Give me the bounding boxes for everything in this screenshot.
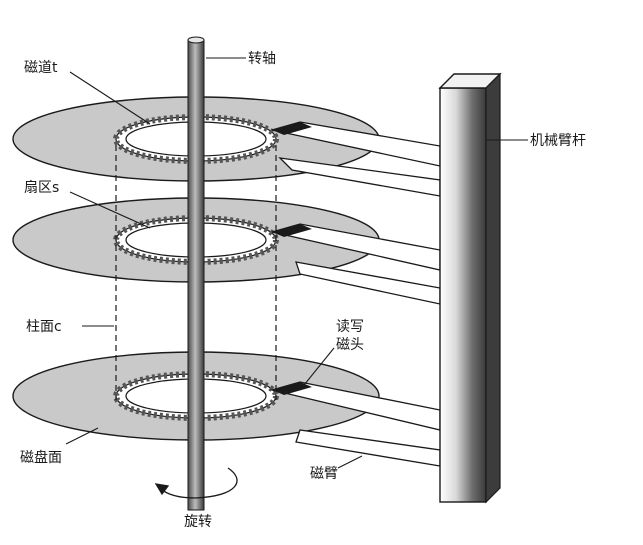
label-track: 磁道t <box>24 60 58 76</box>
label-sector: 扇区s <box>24 180 59 196</box>
label-platter-surface: 磁盘面 <box>20 449 62 466</box>
label-rw-head-line2: 磁头 <box>336 337 364 353</box>
actuator-pole <box>438 72 502 504</box>
label-arm: 磁臂 <box>310 466 338 482</box>
leader-lines <box>65 57 528 469</box>
label-cylinder: 柱面c <box>26 319 62 335</box>
rw-heads <box>272 122 312 395</box>
cylinder-lines <box>115 145 277 400</box>
label-rotation: 旋转 <box>184 514 212 530</box>
rotation-arrow <box>154 467 238 499</box>
label-rw-head-line1: 读写 <box>336 318 364 335</box>
label-spindle: 转轴 <box>248 51 276 67</box>
spindle <box>187 36 205 511</box>
label-arm-pole: 机械臂杆 <box>530 133 586 149</box>
